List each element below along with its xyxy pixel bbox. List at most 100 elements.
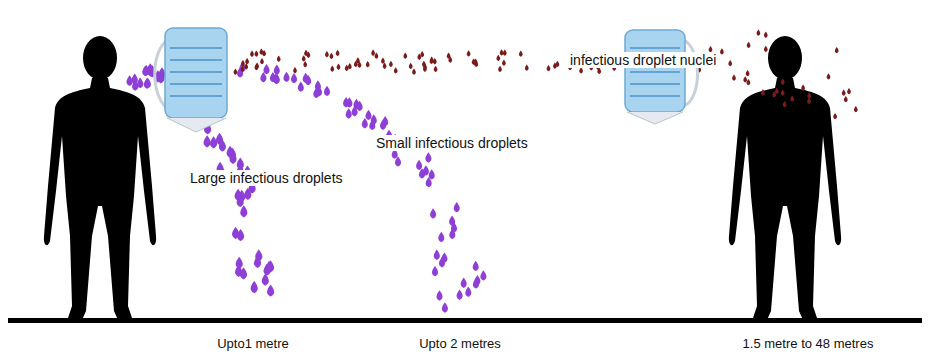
droplet (250, 51, 254, 57)
droplet (345, 65, 349, 71)
droplet (260, 58, 264, 64)
droplet (330, 65, 334, 71)
droplet (579, 67, 583, 73)
droplet (237, 195, 244, 207)
droplet (472, 59, 476, 65)
droplet (448, 57, 452, 63)
droplet (366, 61, 370, 67)
droplet (854, 106, 858, 112)
droplet (764, 32, 768, 38)
droplet (302, 55, 306, 61)
droplet (420, 51, 424, 57)
droplet (324, 86, 330, 96)
droplet (439, 257, 445, 267)
droplet-label: Small infectious droplets (374, 135, 530, 151)
droplet (500, 49, 504, 55)
droplet (430, 208, 436, 218)
droplet (291, 73, 297, 83)
droplet (303, 61, 307, 67)
droplet (556, 61, 560, 67)
droplet (775, 88, 779, 94)
droplet (305, 75, 311, 85)
droplet (416, 160, 422, 170)
droplet (434, 66, 438, 72)
droplet (266, 261, 273, 273)
droplet (801, 85, 805, 91)
droplet (267, 284, 274, 296)
droplet (244, 63, 248, 69)
droplet (835, 47, 839, 53)
droplet (382, 116, 388, 126)
droplet (502, 59, 506, 65)
droplet (219, 140, 226, 152)
droplet (746, 70, 750, 76)
droplet (525, 64, 529, 70)
droplet (241, 66, 245, 72)
droplet (126, 75, 132, 86)
person-silhouette (729, 36, 841, 320)
droplet (790, 95, 794, 101)
droplet (467, 50, 471, 56)
droplet (783, 101, 787, 107)
droplet (277, 56, 281, 62)
droplet (337, 64, 341, 70)
droplet (157, 71, 164, 83)
droplet (807, 98, 811, 104)
droplet (204, 135, 211, 147)
droplet (412, 68, 416, 74)
droplet (241, 60, 245, 66)
droplet (425, 152, 431, 162)
droplet (430, 58, 434, 64)
droplet (325, 51, 329, 57)
droplet (403, 53, 407, 59)
droplet (454, 202, 460, 212)
droplet-label: infectious droplet nuclei (568, 52, 718, 68)
droplet (432, 266, 438, 276)
droplet (137, 77, 143, 88)
droplet (429, 169, 435, 179)
droplets (126, 29, 857, 312)
droplet (274, 65, 280, 75)
droplet (503, 49, 507, 55)
droplet (316, 86, 322, 96)
droplet (144, 78, 150, 89)
droplet (263, 64, 269, 74)
droplet (336, 50, 340, 56)
distance-label: Upto 2 metres (417, 337, 503, 352)
droplet (434, 250, 440, 260)
droplet (298, 81, 304, 91)
droplet (240, 205, 247, 217)
droplet (764, 46, 768, 52)
droplet (381, 57, 385, 63)
droplet (547, 65, 551, 71)
droplet (473, 278, 479, 288)
droplet (438, 232, 444, 242)
distance-label: 1.5 metre to 48 metres (741, 337, 876, 352)
droplet (142, 66, 148, 77)
droplet (720, 48, 724, 54)
droplet (842, 89, 846, 95)
ground-line (8, 318, 922, 323)
droplet (283, 72, 289, 82)
droplet (461, 278, 467, 288)
person-silhouette (44, 36, 156, 320)
droplet (833, 113, 837, 119)
droplet (772, 91, 776, 97)
droplet (255, 63, 259, 69)
droplet (761, 89, 765, 95)
droplet (232, 227, 239, 239)
droplet (229, 148, 236, 160)
droplet (449, 229, 455, 239)
droplet (369, 120, 375, 130)
droplet (436, 290, 442, 300)
droplet (343, 97, 349, 107)
droplet (389, 61, 393, 67)
droplet (807, 92, 811, 98)
droplet (234, 68, 238, 74)
distance-label: Upto1 metre (215, 337, 291, 352)
droplet (743, 76, 747, 82)
droplet (422, 61, 426, 67)
droplet (433, 58, 437, 64)
droplet (260, 49, 264, 55)
droplet (293, 67, 297, 73)
